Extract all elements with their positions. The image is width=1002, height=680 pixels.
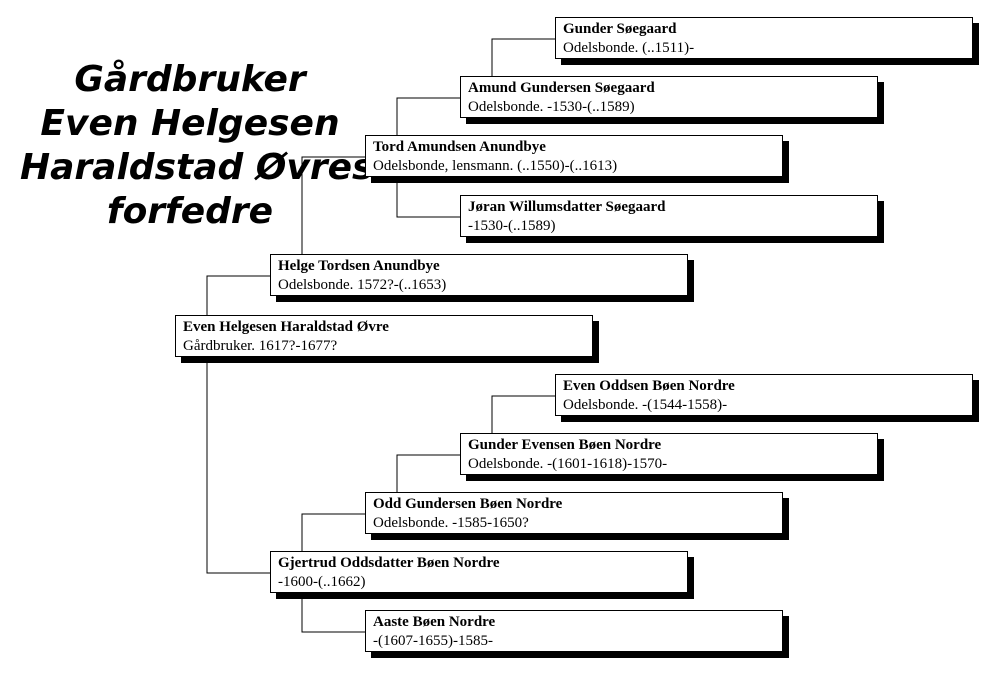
person-info: Odelsbonde. -(1601-1618)-1570- bbox=[468, 456, 668, 472]
person-info: Odelsbonde, lensmann. (..1550)-(..1613) bbox=[373, 158, 618, 174]
person-info: Odelsbonde. 1572?-(..1653) bbox=[278, 277, 447, 293]
connector-amund-gunder bbox=[491, 38, 555, 76]
title-line-4: forfedre bbox=[106, 191, 274, 232]
person-box-even-oddsen[interactable]: Even Oddsen Bøen Nordre Odelsbonde. -(15… bbox=[555, 374, 973, 416]
connector-gjertrud-aaste bbox=[301, 594, 365, 633]
person-name: Gunder Søegaard bbox=[563, 21, 677, 37]
person-name: Helge Tordsen Anundbye bbox=[278, 258, 440, 274]
person-box-joran[interactable]: Jøran Willumsdatter Søegaard -1530-(..15… bbox=[460, 195, 878, 237]
person-box-tord[interactable]: Tord Amundsen Anundbye Odelsbonde, lensm… bbox=[365, 135, 783, 177]
chart-title: Gårdbruker Even Helgesen Haraldstad Øvre… bbox=[20, 58, 374, 234]
person-name: Jøran Willumsdatter Søegaard bbox=[468, 199, 666, 215]
connector-gunder-evensen-even-oddsen bbox=[491, 395, 555, 433]
connector-tord-amund bbox=[396, 97, 460, 135]
person-info: Odelsbonde. -1585-1650? bbox=[373, 515, 529, 531]
person-info: Gårdbruker. 1617?-1677? bbox=[183, 338, 338, 354]
person-info: Odelsbonde. -1530-(..1589) bbox=[468, 99, 635, 115]
person-box-gunder-evensen[interactable]: Gunder Evensen Bøen Nordre Odelsbonde. -… bbox=[460, 433, 878, 475]
person-name: Amund Gundersen Søegaard bbox=[468, 80, 655, 96]
person-box-amund[interactable]: Amund Gundersen Søegaard Odelsbonde. -15… bbox=[460, 76, 878, 118]
connector-gjertrud-odd bbox=[301, 513, 365, 551]
title-line-1: Gårdbruker bbox=[74, 59, 306, 100]
title-line-2: Even Helgesen bbox=[40, 103, 340, 144]
connector-helge-tord bbox=[301, 156, 365, 254]
person-box-aaste[interactable]: Aaste Bøen Nordre -(1607-1655)-1585- bbox=[365, 610, 783, 652]
person-box-helge[interactable]: Helge Tordsen Anundbye Odelsbonde. 1572?… bbox=[270, 254, 688, 296]
title-line-3: Haraldstad Øvres bbox=[20, 147, 374, 188]
person-name: Gjertrud Oddsdatter Bøen Nordre bbox=[278, 555, 500, 571]
person-info: -1600-(..1662) bbox=[278, 574, 366, 590]
person-name: Odd Gundersen Bøen Nordre bbox=[373, 496, 563, 512]
person-box-even-helgesen[interactable]: Even Helgesen Haraldstad Øvre Gårdbruker… bbox=[175, 315, 593, 357]
person-box-gjertrud[interactable]: Gjertrud Oddsdatter Bøen Nordre -1600-(.… bbox=[270, 551, 688, 593]
person-info: -1530-(..1589) bbox=[468, 218, 556, 234]
person-name: Even Helgesen Haraldstad Øvre bbox=[183, 319, 389, 335]
connector-even-gjertrud bbox=[206, 358, 270, 574]
person-box-odd[interactable]: Odd Gundersen Bøen Nordre Odelsbonde. -1… bbox=[365, 492, 783, 534]
person-name: Aaste Bøen Nordre bbox=[373, 614, 496, 630]
person-info: -(1607-1655)-1585- bbox=[373, 633, 493, 649]
connector-odd-gunder-evensen bbox=[396, 454, 460, 492]
person-info: Odelsbonde. (..1511)- bbox=[563, 40, 695, 56]
person-name: Even Oddsen Bøen Nordre bbox=[563, 378, 735, 394]
person-box-gunder-soegaard[interactable]: Gunder Søegaard Odelsbonde. (..1511)- bbox=[555, 17, 973, 59]
person-name: Gunder Evensen Bøen Nordre bbox=[468, 437, 662, 453]
person-name: Tord Amundsen Anundbye bbox=[373, 139, 546, 155]
connector-tord-joran bbox=[396, 178, 460, 218]
person-info: Odelsbonde. -(1544-1558)- bbox=[563, 397, 728, 413]
